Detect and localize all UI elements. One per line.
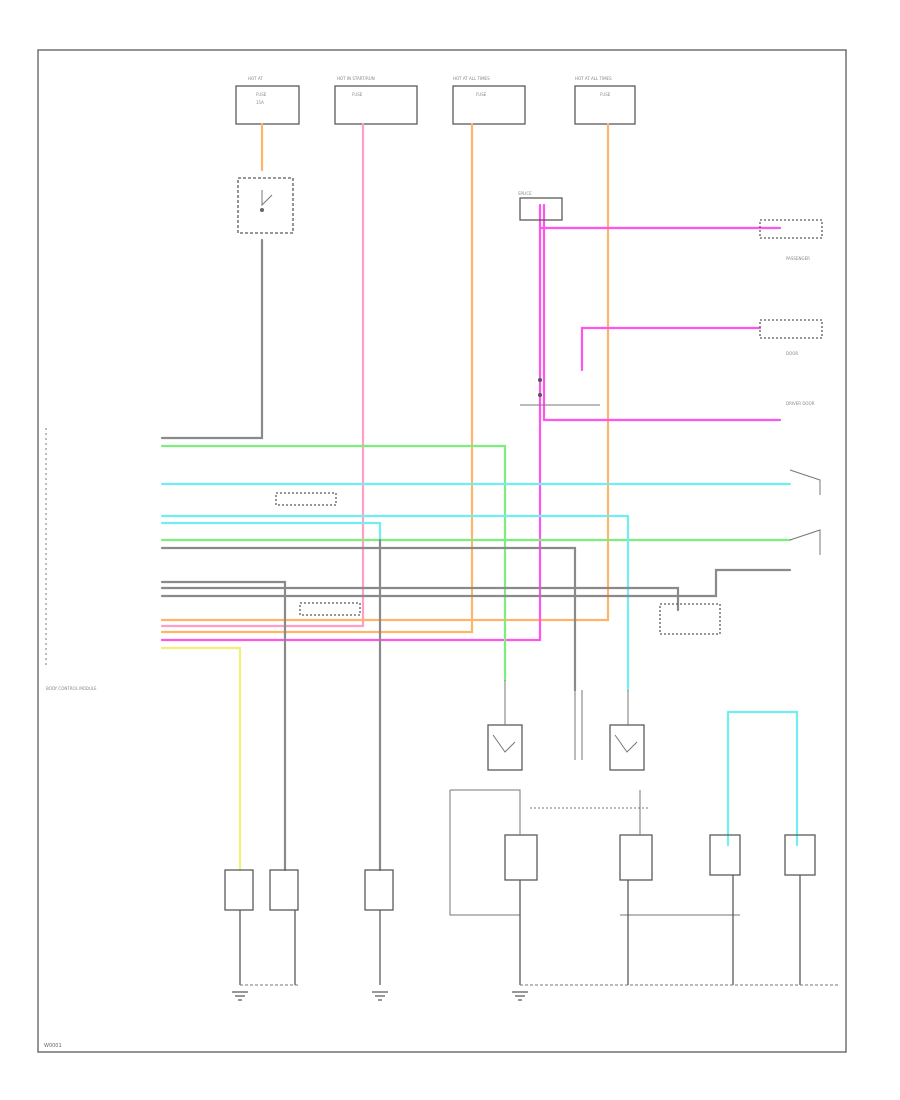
- diagram-frame: [37, 49, 847, 1053]
- relay-block: [659, 603, 721, 635]
- svg-text:HOT AT ALL TIMES: HOT AT ALL TIMES: [453, 76, 490, 81]
- relay-right: [609, 724, 645, 771]
- svg-text:15A: 15A: [256, 100, 264, 105]
- svg-text:DRIVER DOOR: DRIVER DOOR: [786, 401, 815, 406]
- svg-text:HOT IN START/RUN: HOT IN START/RUN: [337, 76, 375, 81]
- svg-text:FUSE: FUSE: [256, 92, 267, 97]
- fuse-block-3: HOT AT ALL TIMES FUSE: [452, 76, 526, 125]
- connector-right-2: [759, 319, 823, 339]
- svg-text:SPLICE: SPLICE: [518, 191, 532, 196]
- switch-row: [224, 834, 816, 911]
- fuse-block-2: HOT IN START/RUN FUSE: [334, 76, 418, 125]
- svg-text:BODY CONTROL MODULE: BODY CONTROL MODULE: [46, 686, 97, 691]
- svg-text:HOT AT ALL TIMES: HOT AT ALL TIMES: [575, 76, 612, 81]
- svg-text:FUSE: FUSE: [352, 92, 363, 97]
- svg-text:PASSENGER: PASSENGER: [786, 256, 810, 261]
- body-control-module: BODY CONTROL MODULE: [45, 428, 97, 691]
- svg-text:FUSE: FUSE: [476, 92, 487, 97]
- fuse-block-4: HOT AT ALL TIMES FUSE: [574, 76, 636, 125]
- footer-code: W0001: [44, 1043, 62, 1049]
- driver-switch: [789, 529, 821, 555]
- relay-left: [487, 724, 523, 771]
- ground-symbols: [232, 991, 528, 1001]
- svg-text:DOOR: DOOR: [786, 351, 798, 356]
- svg-text:FUSE: FUSE: [600, 92, 611, 97]
- fuse-block-1: HOT AT FUSE 15A: [235, 76, 300, 125]
- passenger-switch: [789, 469, 821, 495]
- svg-text:HOT AT: HOT AT: [248, 76, 263, 81]
- ignition-switch: [237, 177, 294, 234]
